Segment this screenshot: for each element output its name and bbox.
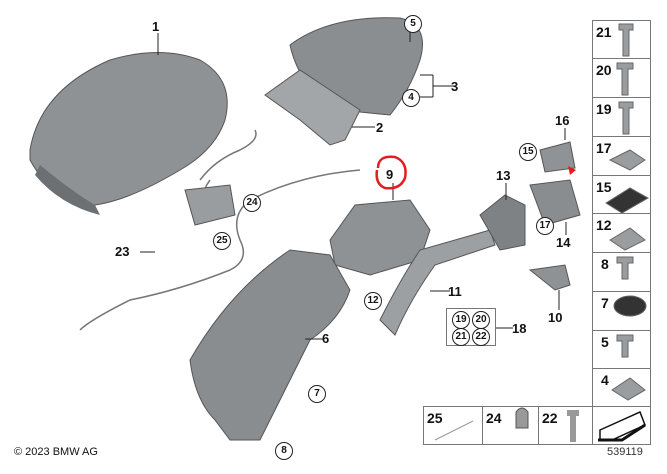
callout-25: 25 [213, 232, 231, 250]
callout-12: 12 [364, 292, 382, 310]
callout-13: 13 [496, 168, 511, 183]
side-cell: 12 [592, 213, 651, 253]
callout-23: 23 [115, 244, 130, 259]
side-cell: 21 [592, 20, 651, 59]
red-highlight-circle [375, 155, 407, 190]
callout-18: 18 [512, 321, 527, 336]
side-cell: 7 [592, 291, 651, 331]
callout-1: 1 [152, 19, 160, 34]
callout-3: 3 [451, 79, 459, 94]
arrow-cell [592, 406, 651, 445]
side-cell: 20 [592, 58, 651, 98]
side-cell: 4 [592, 368, 651, 407]
bottom-cell: 25 [423, 406, 483, 445]
diagram-number: 539119 [607, 446, 643, 458]
rear-frame-part [189, 249, 351, 441]
bracket-14-part [529, 179, 581, 226]
callout-15: 15 [519, 143, 537, 161]
callout-10: 10 [548, 310, 563, 325]
callout-4: 4 [402, 89, 420, 107]
bottom-cell: 22 [538, 406, 593, 445]
copyright: © 2023 BMW AG [14, 446, 98, 458]
side-cell: 8 [592, 252, 651, 292]
side-cell: 5 [592, 330, 651, 369]
holder-part [479, 194, 526, 251]
clip-10-part [528, 264, 571, 291]
side-cell: 17 [592, 136, 651, 176]
tray-part [329, 199, 431, 276]
side-cell: 19 [592, 97, 651, 137]
leader-lines [140, 32, 567, 340]
callout-14: 14 [556, 235, 571, 250]
callout-6: 6 [322, 331, 330, 346]
kit-item: 19 [452, 311, 470, 329]
wiring-harness-part [79, 169, 361, 331]
callout-17: 17 [536, 217, 554, 235]
kit-18-box: 19 20 21 22 [446, 308, 496, 346]
callout-2: 2 [376, 120, 384, 135]
callout-24: 24 [243, 194, 261, 212]
callout-11: 11 [448, 284, 462, 299]
kit-item: 20 [472, 311, 490, 329]
side-cell: 15 [592, 175, 651, 214]
cover-16-part [539, 141, 576, 173]
callout-16: 16 [555, 113, 570, 128]
kit-item: 22 [472, 328, 490, 346]
bracket-part [264, 69, 361, 146]
arm-part [379, 229, 496, 336]
callout-5: 5 [404, 15, 422, 33]
callout-9: 9 [386, 167, 394, 182]
arrow-icon [599, 410, 646, 441]
callout-8: 8 [275, 442, 293, 460]
kit-item: 21 [452, 328, 470, 346]
bottom-cell: 24 [482, 406, 539, 445]
callout-7: 7 [308, 385, 326, 403]
